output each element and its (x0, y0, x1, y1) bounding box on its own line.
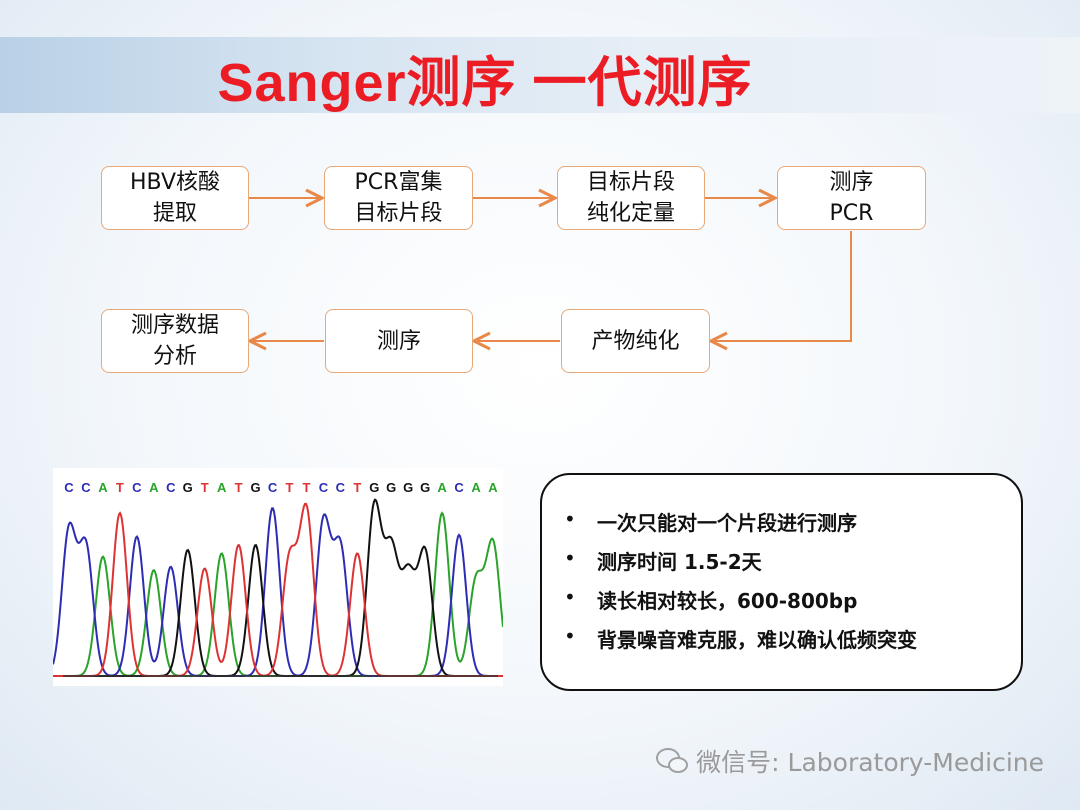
step-hbv-extraction: HBV核酸 提取 (101, 166, 249, 230)
step-purification-quant: 目标片段 纯化定量 (557, 166, 705, 230)
base-call-C: C (81, 480, 91, 495)
base-call-C: C (166, 480, 176, 495)
base-call-T: T (116, 480, 124, 495)
step-sequencing: 测序 (325, 309, 473, 373)
base-call-C: C (454, 480, 464, 495)
base-call-T: T (286, 480, 294, 495)
feature-item: •读长相对较长，600-800bp (564, 585, 858, 613)
watermark: 微信号: Laboratory-Medicine (654, 743, 1044, 779)
base-call-C: C (319, 480, 329, 495)
base-call-A: A (217, 480, 227, 495)
feature-item: •一次只能对一个片段进行测序 (564, 507, 857, 535)
base-call-C: C (132, 480, 142, 495)
base-call-T: T (353, 480, 361, 495)
base-call-G: G (420, 480, 430, 495)
base-call-C: C (64, 480, 74, 495)
base-call-A: A (149, 480, 159, 495)
base-call-T: T (235, 480, 243, 495)
step-pcr-enrichment: PCR富集 目标片段 (324, 166, 473, 230)
base-call-T: T (201, 480, 209, 495)
trace-A (53, 511, 504, 677)
slide-title: Sanger测序 一代测序 (217, 53, 753, 113)
feature-item: •背景噪音难克服，难以确认低频突变 (564, 624, 917, 652)
base-call-G: G (386, 480, 396, 495)
title-band (0, 37, 1080, 113)
base-call-G: G (250, 480, 260, 495)
base-call-A: A (471, 480, 481, 495)
base-call-C: C (336, 480, 346, 495)
wechat-icon (656, 748, 689, 773)
base-call-G: G (369, 480, 379, 495)
step-product-purification: 产物纯化 (561, 309, 710, 373)
step-data-analysis: 测序数据 分析 (101, 309, 249, 373)
base-call-A: A (437, 480, 447, 495)
base-call-G: G (183, 480, 193, 495)
base-call-G: G (403, 480, 413, 495)
arrow-4 (711, 231, 852, 341)
step-sequencing-pcr: 测序 PCR (777, 166, 926, 230)
base-call-T: T (302, 480, 310, 495)
feature-list: •一次只能对一个片段进行测序 •测序时间 1.5-2天 •读长相对较长，600-… (540, 473, 1023, 691)
base-call-A: A (488, 480, 498, 495)
base-call-C: C (268, 480, 278, 495)
trace-T (53, 502, 503, 677)
base-call-A: A (98, 480, 108, 495)
feature-item: •测序时间 1.5-2天 (564, 546, 762, 574)
